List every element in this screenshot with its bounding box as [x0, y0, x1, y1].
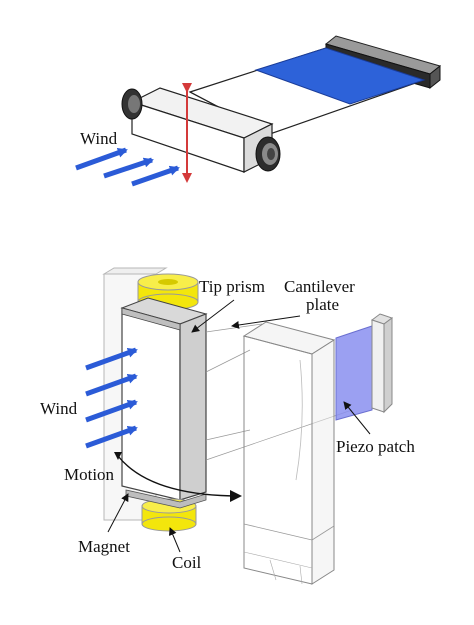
wind-arrows-top: [75, 147, 180, 187]
coil-top: [137, 273, 199, 311]
right-end-disk: [255, 136, 281, 172]
bottom-figure: Tip prism Cantilever plate Wind Piezo pa…: [40, 267, 415, 585]
motion-arrow: [117, 455, 242, 502]
displaced-prism: [242, 321, 336, 585]
left-end-disk: [121, 88, 143, 120]
leader-lines: [107, 299, 371, 553]
tip-prism-bottom: [120, 297, 208, 501]
cantilever-label-line1: Cantilever: [284, 277, 355, 296]
piezo-patch-label: Piezo patch: [336, 437, 415, 456]
motion-arrow-start: [114, 452, 122, 460]
clamp-bottom: [370, 313, 394, 414]
piezo-strip: [254, 47, 426, 105]
tip-prism-label: Tip prism: [199, 277, 265, 296]
top-figure: Wind: [75, 35, 442, 187]
wind-label-bottom: Wind: [40, 399, 78, 418]
coil-label: Coil: [172, 553, 202, 572]
motion-label: Motion: [64, 465, 115, 484]
cantilever-label-line2: plate: [306, 295, 339, 314]
piezo-patch: [335, 325, 373, 421]
wind-label-top: Wind: [80, 129, 118, 148]
wind-arrows-bottom: [85, 347, 138, 449]
magnet-label: Magnet: [78, 537, 130, 556]
